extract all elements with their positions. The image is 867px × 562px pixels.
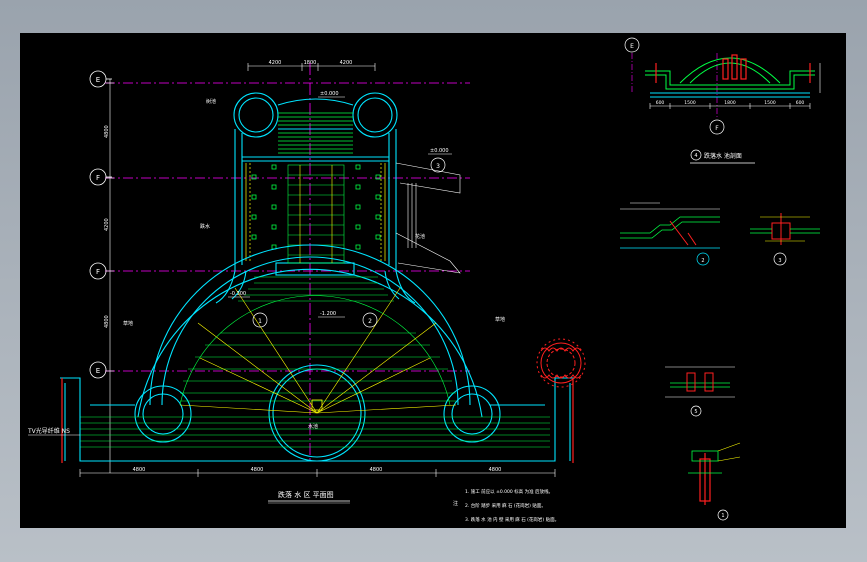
dimension-text: 4800 — [251, 467, 264, 473]
detail-callout — [362, 312, 378, 328]
tree-symbol — [536, 338, 586, 388]
detail-views: 2 3 5 — [620, 202, 820, 521]
detail-callout-number: 2 — [701, 258, 704, 264]
detail-callout-number: 4 — [694, 153, 697, 159]
dimension-text: 1800 — [724, 100, 736, 106]
grid-bubble-label: E — [630, 43, 634, 50]
upper-walls — [233, 92, 398, 276]
dimension-text: 4200 — [104, 218, 110, 231]
detail-callout-number: 3 — [778, 258, 781, 264]
feature-label: 花池 — [415, 233, 425, 240]
dimension-text: 1800 — [304, 60, 317, 66]
dimension-text: 600 — [656, 100, 665, 106]
feature-label: 水池 — [308, 423, 318, 430]
dimension-text: 4800 — [104, 315, 110, 328]
detail-callout-number: 5 — [694, 409, 697, 415]
dimension-text: 4800 — [104, 125, 110, 138]
detail-callout-number: 1 — [721, 513, 724, 519]
cad-viewport[interactable]: E F F E 4800 4200 4800 4200 1800 4200 — [20, 33, 846, 528]
dimension-text: 4800 — [133, 467, 146, 473]
cad-drawing: E F F E 4800 4200 4800 4200 1800 4200 — [27, 37, 821, 523]
upper-steps — [278, 112, 353, 154]
feature-label: 跌水 — [200, 223, 210, 230]
dimension-text: 1500 — [684, 100, 696, 106]
side-annotation: TV光导纤维 NS — [27, 427, 70, 435]
light-fixtures — [251, 164, 381, 250]
elevation-label: ±0.000 — [430, 148, 449, 154]
dimension-text: 4200 — [269, 60, 282, 66]
grid-bubble-label: F — [96, 174, 100, 182]
section-title: 跌落水 池剖面 — [704, 152, 742, 160]
grid-bubble-label: F — [96, 268, 100, 276]
cascade-channel — [287, 164, 345, 264]
grid-bubble-label: F — [715, 125, 719, 132]
notes-lead: 注 — [453, 500, 458, 507]
arch-steps — [80, 295, 550, 448]
grid-bubble-label: E — [96, 76, 100, 84]
detail-callout — [430, 157, 446, 173]
detail-callout — [252, 312, 268, 328]
lawn-label: 草地 — [495, 316, 505, 323]
dimension-text: 600 — [796, 100, 805, 106]
note-line: 1. 施工 前应以 ±0.000 标高 为准 后放线。 — [465, 488, 553, 495]
detail-callout-number: 2 — [368, 318, 372, 325]
dimension-text: 1500 — [764, 100, 776, 106]
plan-title: 跌落 水 区 平面图 — [278, 490, 334, 499]
note-line: 3. 跌落 水 池 内 壁 采用 麻 石 (花岗岩) 贴面。 — [465, 516, 559, 523]
note-line: 2. 台阶 踏步 采用 麻 石 (花岗岩) 贴面。 — [465, 502, 546, 509]
elevation-label: ±0.000 — [320, 91, 339, 97]
lawn-label: 草地 — [123, 320, 133, 327]
plan-view: E F F E 4800 4200 4800 4200 1800 4200 — [27, 60, 586, 523]
dimension-text: 4800 — [489, 467, 502, 473]
arch-walls — [134, 244, 501, 462]
elevation-label: -1.200 — [320, 311, 336, 317]
dimension-text: 4200 — [340, 60, 353, 66]
feature-label: 树池 — [206, 98, 216, 105]
radial-lines — [179, 287, 457, 414]
section-view: E F — [624, 37, 821, 164]
dimension-text: 4800 — [370, 467, 383, 473]
detail-callout-number: 1 — [258, 318, 262, 325]
grid-bubble-label: E — [96, 367, 100, 375]
side-ramp — [395, 162, 461, 274]
elevation-label: -0.300 — [230, 291, 246, 297]
detail-callout-number: 3 — [436, 163, 440, 170]
grid-bubble — [89, 361, 107, 379]
